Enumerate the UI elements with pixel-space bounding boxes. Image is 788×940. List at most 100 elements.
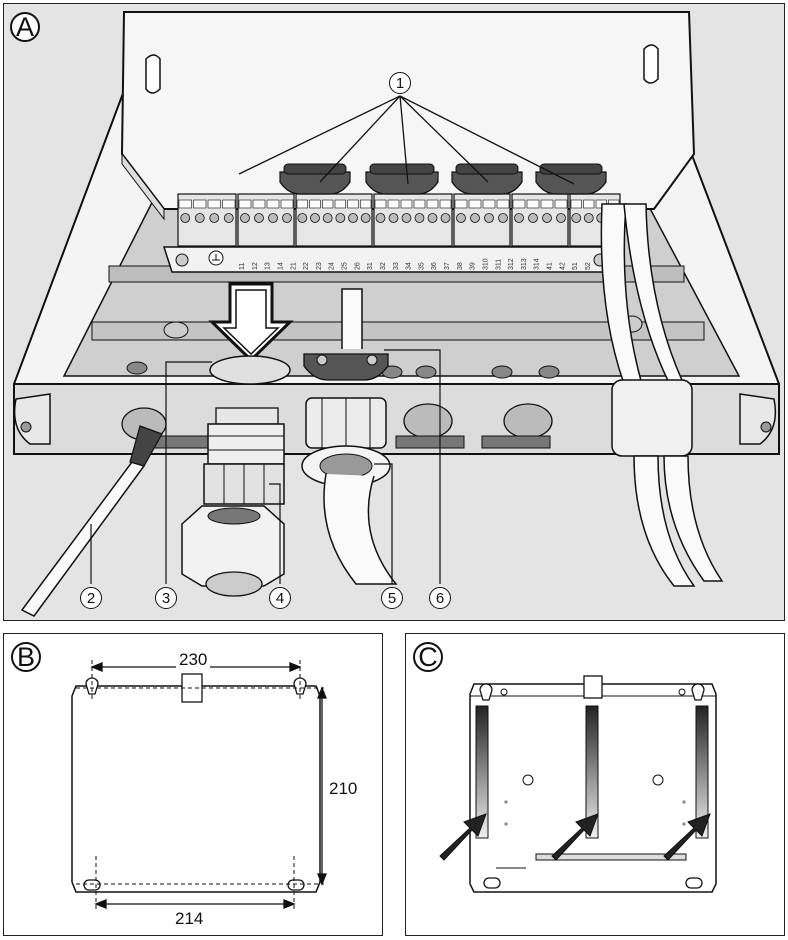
mounting-plate-drawing bbox=[71, 660, 327, 910]
terminal-screw bbox=[194, 213, 205, 223]
strain-relief-clamps bbox=[279, 163, 607, 195]
terminal-screw bbox=[514, 213, 524, 223]
hole-right bbox=[652, 774, 664, 786]
terminal-block-4 bbox=[373, 193, 453, 247]
terminal-slot bbox=[322, 199, 334, 209]
rail-bottom bbox=[535, 853, 687, 861]
dimension-height: 210 bbox=[326, 780, 361, 797]
terminal-number: 23 bbox=[316, 262, 323, 270]
terminal-number: 32 bbox=[380, 262, 387, 270]
keyhole-top-left-icon bbox=[85, 677, 99, 695]
terminal-screw bbox=[375, 213, 386, 223]
cable-sleeve bbox=[611, 379, 693, 457]
terminal-screw bbox=[254, 213, 264, 223]
terminal-screw bbox=[440, 213, 451, 223]
terminal-screw bbox=[542, 213, 552, 223]
terminal-screw bbox=[388, 213, 399, 223]
mounting-hole-left bbox=[20, 421, 32, 433]
callout-4: 4 bbox=[269, 587, 291, 609]
terminal-number: 13 bbox=[265, 262, 272, 270]
cable-internal bbox=[341, 288, 363, 349]
terminal-screw bbox=[282, 213, 292, 223]
terminal-screw bbox=[322, 213, 333, 223]
terminal-screw bbox=[556, 213, 566, 223]
keyhole-top-left-icon bbox=[479, 683, 493, 701]
terminal-number: 42 bbox=[559, 262, 566, 270]
terminal-slot bbox=[554, 199, 568, 209]
terminal-number: 312 bbox=[508, 258, 515, 270]
terminal-screw bbox=[268, 213, 278, 223]
lid-hinge-left bbox=[145, 54, 161, 94]
terminal-number: 31 bbox=[367, 262, 374, 270]
terminal-number: 26 bbox=[354, 262, 361, 270]
callout-leaders bbox=[90, 349, 441, 584]
terminal-slot bbox=[296, 199, 308, 209]
terminal-number: 314 bbox=[534, 258, 541, 270]
terminal-screw bbox=[335, 213, 346, 223]
terminal-slot bbox=[482, 199, 496, 209]
terminal-slot bbox=[387, 199, 400, 209]
mounting-plate-rails-drawing bbox=[439, 675, 717, 893]
mounting-hole-right bbox=[760, 421, 772, 433]
terminal-number: 11 bbox=[239, 263, 246, 270]
terminal-slot bbox=[540, 199, 554, 209]
insert-arrow-right-icon bbox=[663, 813, 711, 861]
terminal-slot bbox=[360, 199, 372, 209]
terminal-number: 22 bbox=[303, 262, 310, 270]
terminal-number: 25 bbox=[342, 262, 349, 270]
terminal-screw bbox=[414, 213, 425, 223]
terminal-screw bbox=[583, 213, 594, 223]
terminal-screw bbox=[180, 213, 191, 223]
terminal-screw bbox=[223, 213, 234, 223]
terminal-number: 39 bbox=[470, 262, 477, 270]
inner-lock-nut bbox=[209, 355, 291, 385]
dimension-top-width: 230 bbox=[176, 651, 211, 668]
terminal-slot bbox=[238, 199, 252, 209]
external-cable bbox=[323, 473, 398, 585]
terminal-slot bbox=[207, 199, 221, 209]
terminal-number: 311 bbox=[495, 259, 502, 270]
terminal-screw bbox=[427, 213, 438, 223]
terminal-screw bbox=[470, 213, 480, 223]
terminal-screw bbox=[571, 213, 582, 223]
terminal-screw bbox=[360, 213, 371, 223]
plate-outline bbox=[71, 685, 321, 893]
terminal-slot bbox=[583, 199, 595, 209]
panel-b-mounting-dimensions: B 230 210 214 bbox=[3, 633, 383, 936]
terminal-number: 36 bbox=[431, 262, 438, 270]
terminal-number: 51 bbox=[572, 262, 579, 270]
terminal-number: 41 bbox=[547, 262, 554, 270]
terminal-slot bbox=[334, 199, 346, 209]
keyhole-top-right-icon bbox=[691, 683, 705, 701]
lid-hinge-right bbox=[643, 44, 659, 84]
callout-3: 3 bbox=[155, 587, 177, 609]
terminal-number: 33 bbox=[393, 262, 400, 270]
screwdriver bbox=[20, 425, 163, 617]
strip-screw-left bbox=[175, 253, 189, 267]
rail-right bbox=[695, 705, 709, 839]
cable-gland-assembly bbox=[181, 407, 285, 597]
terminal-screw bbox=[297, 213, 308, 223]
panel-c-mounting-plate-rails: C bbox=[405, 633, 785, 936]
clamp-3 bbox=[451, 171, 523, 195]
terminal-number: 21 bbox=[290, 262, 297, 270]
terminal-screw bbox=[209, 213, 220, 223]
callout-1: 1 bbox=[389, 72, 411, 94]
terminal-screw bbox=[310, 213, 320, 223]
terminal-number: 313 bbox=[521, 258, 528, 270]
terminal-slot bbox=[280, 199, 294, 209]
terminal-number: 52 bbox=[585, 262, 592, 270]
insert-arrow-left-icon bbox=[439, 813, 487, 861]
clamp-2 bbox=[365, 171, 439, 195]
push-direction-arrow-icon bbox=[208, 282, 294, 363]
dimension-extension-lines bbox=[76, 660, 324, 910]
terminal-number: 38 bbox=[457, 262, 464, 270]
panel-c-label: C bbox=[413, 642, 443, 672]
rail-center bbox=[585, 705, 599, 839]
terminal-slot bbox=[178, 199, 192, 209]
terminal-slot bbox=[454, 199, 468, 209]
terminal-screw-dots bbox=[178, 199, 620, 223]
plate-tab bbox=[583, 675, 603, 699]
